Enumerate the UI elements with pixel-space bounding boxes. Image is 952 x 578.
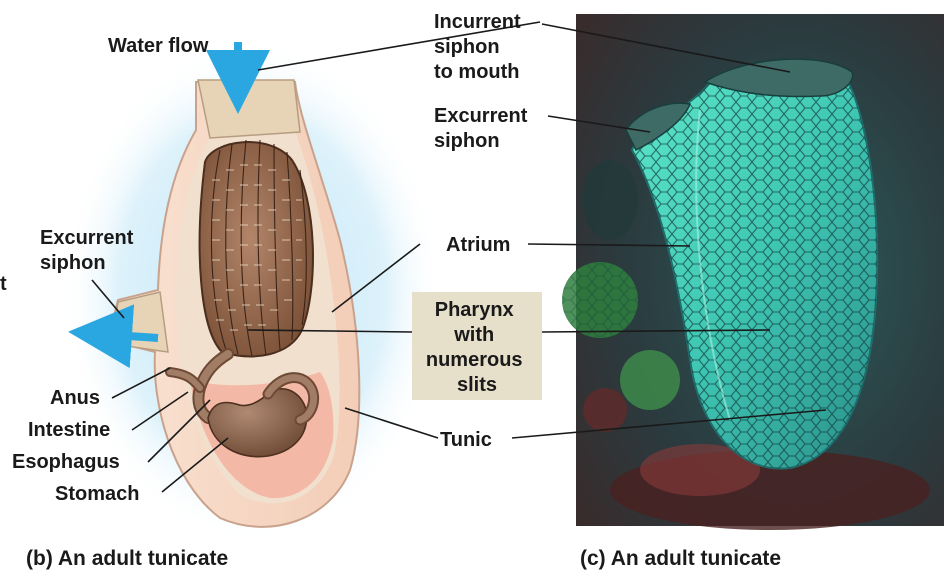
label-excurrent-siphon-left: Excurrent siphon [40, 227, 139, 274]
label-anus: Anus [50, 387, 100, 409]
excurrent-siphon-shape [111, 291, 169, 353]
label-intestine: Intestine [28, 419, 110, 441]
incurrent-siphon [197, 79, 301, 139]
label-excurrent-siphon-right: Excurrent siphon [434, 105, 533, 152]
leader-pharynx-left [247, 329, 413, 333]
label-stomach: Stomach [55, 483, 139, 505]
label-pharynx: Pharynx with numerous slits [426, 299, 528, 396]
digestive-tract [165, 348, 320, 458]
leader-atrium-left [331, 243, 421, 313]
leader-incurrent-siphon [257, 21, 541, 71]
leader-intestine [131, 391, 189, 431]
water-out-arrow [68, 304, 159, 369]
label-tunic: Tunic [440, 429, 492, 451]
caption-right: (c) An adult tunicate [580, 547, 781, 570]
leader-pharynx-photo [541, 329, 771, 333]
leader-excurrent-photo [547, 115, 651, 133]
leader-tunic-left [344, 407, 439, 439]
label-esophagus: Esophagus [12, 451, 120, 473]
leader-stomach [161, 437, 229, 493]
caption-left: (b) An adult tunicate [26, 547, 228, 570]
leader-excurrent-left [91, 279, 125, 319]
label-edge-letter: t [0, 273, 7, 295]
pharynx-basket [198, 139, 314, 358]
label-water-flow: Water flow [108, 35, 209, 57]
diagram-panel [62, 21, 541, 542]
leader-anus [111, 367, 171, 399]
leader-tunic-photo [511, 409, 827, 439]
pharynx-label-box [412, 292, 542, 400]
leader-esophagus [147, 399, 211, 463]
leader-atrium-photo [527, 243, 691, 247]
photo-panel [511, 14, 944, 530]
label-incurrent-siphon: Incurrent siphon to mouth [434, 11, 526, 83]
label-atrium: Atrium [446, 234, 510, 256]
leader-incurrent-photo [541, 23, 791, 73]
stomach-shape [207, 388, 308, 458]
